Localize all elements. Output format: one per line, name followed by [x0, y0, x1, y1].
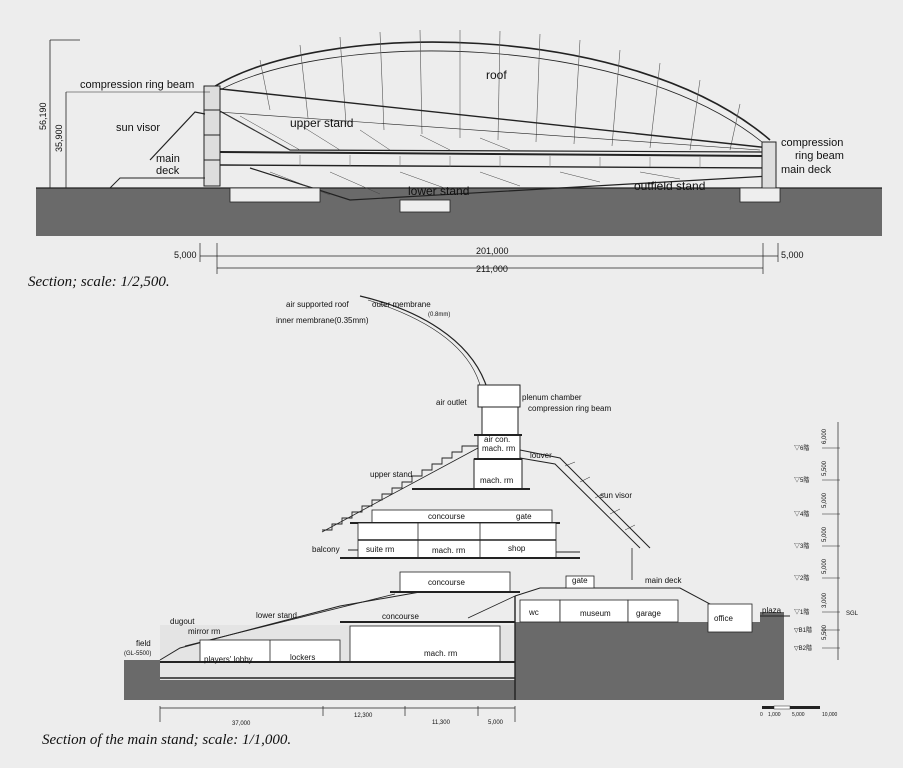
label-sun-visor-lower: sun visor	[600, 491, 632, 500]
upper-caption: Section; scale: 1/2,500.	[28, 274, 170, 290]
level-1: ▽1階	[794, 608, 809, 616]
label-mach-rm-top: mach. rm	[480, 476, 514, 485]
label-compression-ring-beam: compression ring beam	[528, 404, 611, 413]
label-concourse-upper: concourse	[428, 512, 465, 521]
upper-stand-rake	[224, 113, 511, 151]
label-louver: louver	[530, 451, 552, 460]
label-garage: garage	[636, 609, 661, 618]
lower-stand-slope	[159, 591, 520, 661]
label-plenum-chamber: plenum chamber	[522, 393, 582, 402]
bottom-dim-3: 11,300	[432, 720, 451, 726]
lower-section	[124, 295, 840, 722]
label-gate-upper: gate	[516, 512, 532, 521]
label-outer-membrane-spec: (0.8mm)	[428, 312, 450, 318]
bottom-dim-4: 5,000	[488, 720, 504, 726]
height-b1: 5,500	[822, 624, 828, 640]
dim-height-total: 56,190	[38, 102, 48, 130]
label-outfield-stand: outfield stand	[634, 179, 705, 193]
label-outer-membrane: outer membrane	[372, 300, 431, 309]
level-b1: ▽B1階	[794, 626, 812, 634]
label-inner-membrane: inner membrane(0.35mm)	[276, 316, 369, 325]
upper-section-labels: roof compression ring beam sun visor mai…	[38, 68, 846, 274]
label-sun-visor: sun visor	[116, 122, 160, 134]
label-lower-stand: lower stand	[408, 184, 469, 198]
level-2: ▽2階	[794, 574, 809, 582]
label-lockers: lockers	[290, 653, 315, 662]
scale-1000: 1,000	[768, 712, 781, 718]
label-main-deck-left-2: deck	[156, 165, 180, 177]
label-players-lobby: players' lobby	[204, 655, 253, 664]
level-5: ▽5階	[794, 476, 809, 484]
label-plaza: plaza	[762, 606, 782, 615]
label-concourse-lower: concourse	[382, 612, 419, 621]
label-mach-rm-bottom: mach. rm	[424, 649, 458, 658]
label-compression-ring-beam-right: compression ring beam	[781, 137, 846, 162]
label-field: field	[136, 639, 151, 648]
label-roof: roof	[486, 68, 507, 82]
label-suite-rm: suite rm	[366, 545, 395, 554]
label-crb-right-1: compression	[781, 137, 843, 149]
bottom-dim-1: 37,000	[232, 721, 251, 727]
upper-section	[36, 29, 882, 274]
lower-stand-rake	[269, 171, 681, 196]
upper-stand-steps	[322, 445, 478, 531]
lower-section-labels: air supported roof outer membrane (0.8mm…	[124, 300, 859, 727]
height-6: 6,000	[822, 428, 828, 444]
membrane-curve	[359, 295, 487, 386]
label-main-deck-left-1: main	[156, 153, 180, 165]
label-museum: museum	[580, 609, 611, 618]
bottom-dim-2: 12,300	[354, 713, 373, 719]
roof-dome	[211, 41, 771, 141]
level-4: ▽4階	[794, 510, 809, 518]
scale-0: 0	[760, 712, 763, 718]
label-air-con-1: air con.	[484, 435, 510, 444]
dim-overall: 211,000	[476, 264, 508, 274]
level-6: ▽6階	[794, 444, 809, 452]
label-main-deck-right: main deck	[781, 164, 832, 176]
dim-left-width: 5,000	[174, 250, 197, 260]
height-2: 5,000	[822, 558, 828, 574]
label-air-supported-roof: air supported roof	[286, 300, 349, 309]
label-sgl: SGL	[846, 611, 859, 617]
dim-height-ring: 35,900	[54, 124, 64, 152]
label-air-con-mach-rm: air con. mach. rm	[482, 435, 516, 453]
height-1: 3,000	[822, 592, 828, 608]
label-dugout: dugout	[170, 617, 195, 626]
lower-caption: Section of the main stand; scale: 1/1,00…	[42, 732, 292, 748]
label-gate-lower: gate	[572, 576, 588, 585]
label-main-deck: main deck	[645, 576, 682, 585]
label-field-level: (GL-5500)	[124, 651, 151, 657]
height-4: 5,000	[822, 492, 828, 508]
label-mach-rm-mid: mach. rm	[432, 546, 466, 555]
label-office: office	[714, 614, 734, 623]
label-crb-right-2: ring beam	[795, 150, 844, 162]
lower-ground-right	[515, 612, 784, 700]
label-upper-stand-lower: upper stand	[370, 470, 412, 479]
label-concourse-mid: concourse	[428, 578, 465, 587]
label-compression-ring-beam-left: compression ring beam	[80, 79, 194, 91]
label-wc: wc	[528, 608, 539, 617]
level-3: ▽3階	[794, 542, 809, 550]
height-5: 5,500	[822, 460, 828, 476]
label-balcony: balcony	[312, 545, 340, 554]
scale-10000: 10,000	[822, 712, 838, 718]
label-air-outlet: air outlet	[436, 398, 467, 407]
label-upper-stand: upper stand	[290, 116, 353, 130]
height-3: 5,000	[822, 526, 828, 542]
label-air-con-2: mach. rm	[482, 444, 516, 453]
label-lower-stand-lower: lower stand	[256, 611, 297, 620]
label-mirror-rm: mirror rm	[188, 627, 221, 636]
label-shop: shop	[508, 544, 526, 553]
scale-5000: 5,000	[792, 712, 805, 718]
level-b2: ▽B2階	[794, 644, 812, 652]
dim-right-width: 5,000	[781, 250, 804, 260]
label-main-deck-left: main deck	[156, 153, 183, 177]
dim-span: 201,000	[476, 246, 509, 256]
